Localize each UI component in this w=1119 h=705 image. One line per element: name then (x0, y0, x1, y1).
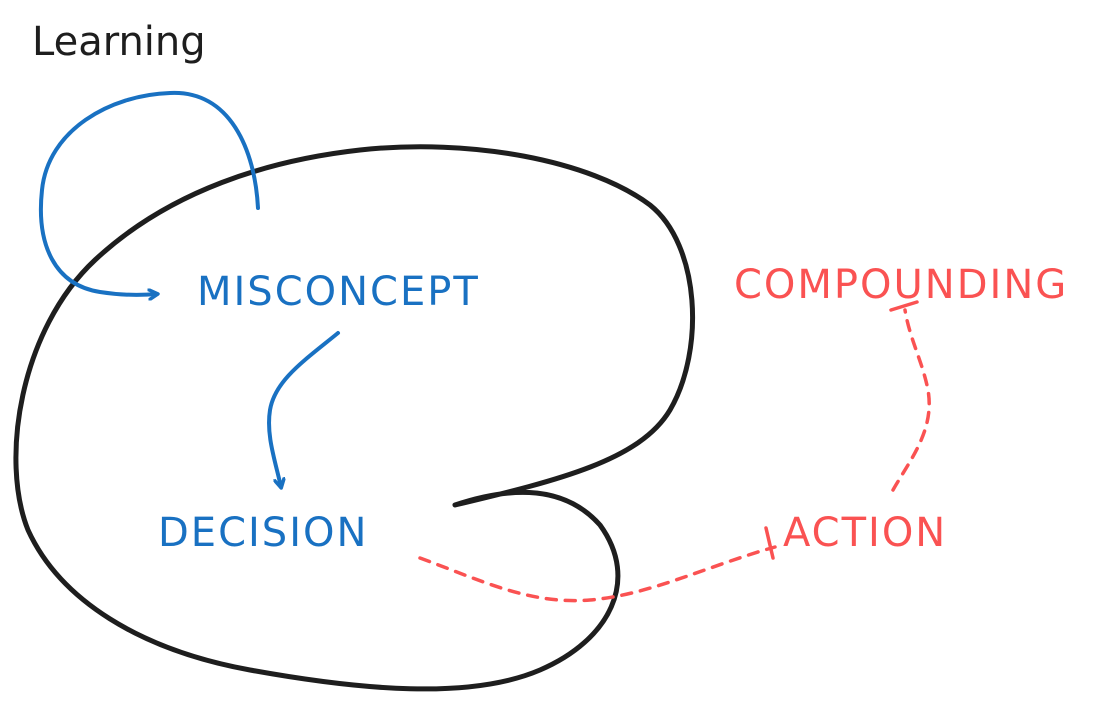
misconcept-to-decision-arrow (267, 331, 340, 487)
node-misconcept: MISCONCEPT (197, 269, 480, 315)
learning-title: Learning (32, 19, 206, 65)
action-bar-mark (764, 526, 775, 560)
node-action: ACTION (783, 510, 948, 556)
blob-outline (13, 144, 696, 692)
node-compounding: COMPOUNDING (734, 262, 1069, 308)
node-decision: DECISION (158, 510, 369, 556)
action-to-compounding-link (891, 308, 931, 492)
decision-to-action-link (418, 545, 777, 603)
compounding-bar-mark (889, 300, 919, 312)
learning-loop-arrow (39, 90, 260, 295)
